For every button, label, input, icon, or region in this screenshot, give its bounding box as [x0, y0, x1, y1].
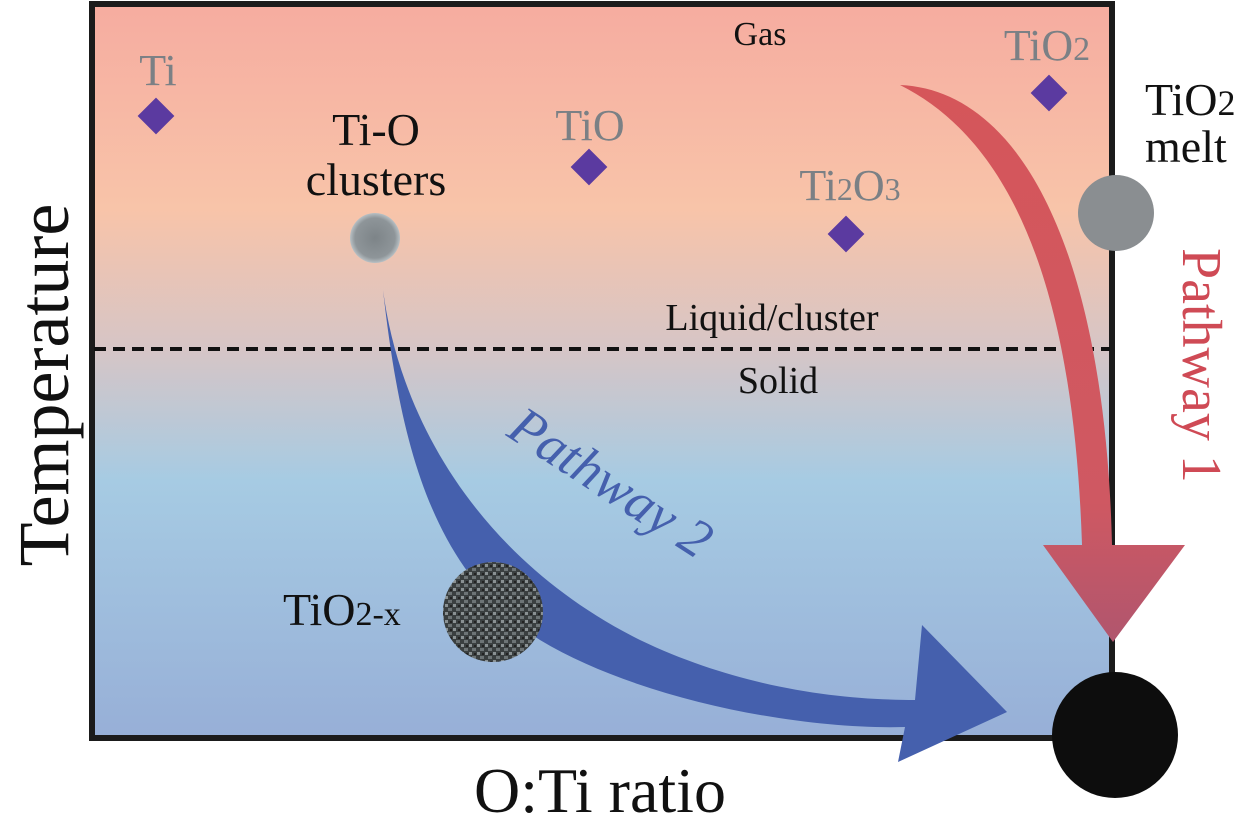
pathway1-arrow	[900, 85, 1185, 642]
region-liquid-label: Liquid/cluster	[665, 297, 879, 339]
product-label: TiO2-x	[283, 584, 401, 635]
species-ti2o3: Ti2O3	[799, 161, 901, 253]
species-label: Ti	[139, 46, 177, 95]
x-axis-label: O:Ti ratio	[474, 755, 726, 817]
tio2-x-particle	[443, 562, 543, 662]
y-axis-label: Temperature	[4, 204, 84, 567]
species-tio2: TiO2	[1004, 21, 1090, 112]
diamond-marker	[1030, 74, 1068, 112]
final-black-particle	[1052, 672, 1178, 798]
species-label: Ti2O3	[799, 161, 900, 210]
melt-label-line2: melt	[1145, 121, 1227, 172]
clusters-label-line1: Ti-O	[332, 104, 420, 155]
species-tio: TiO	[555, 101, 625, 186]
melt-label-line1: TiO2	[1145, 74, 1235, 125]
clusters-label-line2: clusters	[306, 154, 447, 205]
species-ti: Ti	[137, 46, 177, 135]
species-label: TiO2	[1004, 21, 1090, 70]
diamond-marker	[827, 215, 865, 253]
pathway1-label: Pathway 1	[1170, 248, 1232, 483]
melt-droplet	[1078, 175, 1154, 251]
region-solid-label: Solid	[738, 360, 818, 402]
plot-area	[89, 1, 1115, 741]
diamond-marker	[570, 148, 608, 186]
species-label: TiO	[555, 101, 624, 150]
pathway2-arrow	[383, 290, 1007, 762]
region-gas-label: Gas	[734, 16, 787, 53]
cluster-particle	[350, 213, 400, 263]
diamond-marker	[137, 97, 175, 135]
